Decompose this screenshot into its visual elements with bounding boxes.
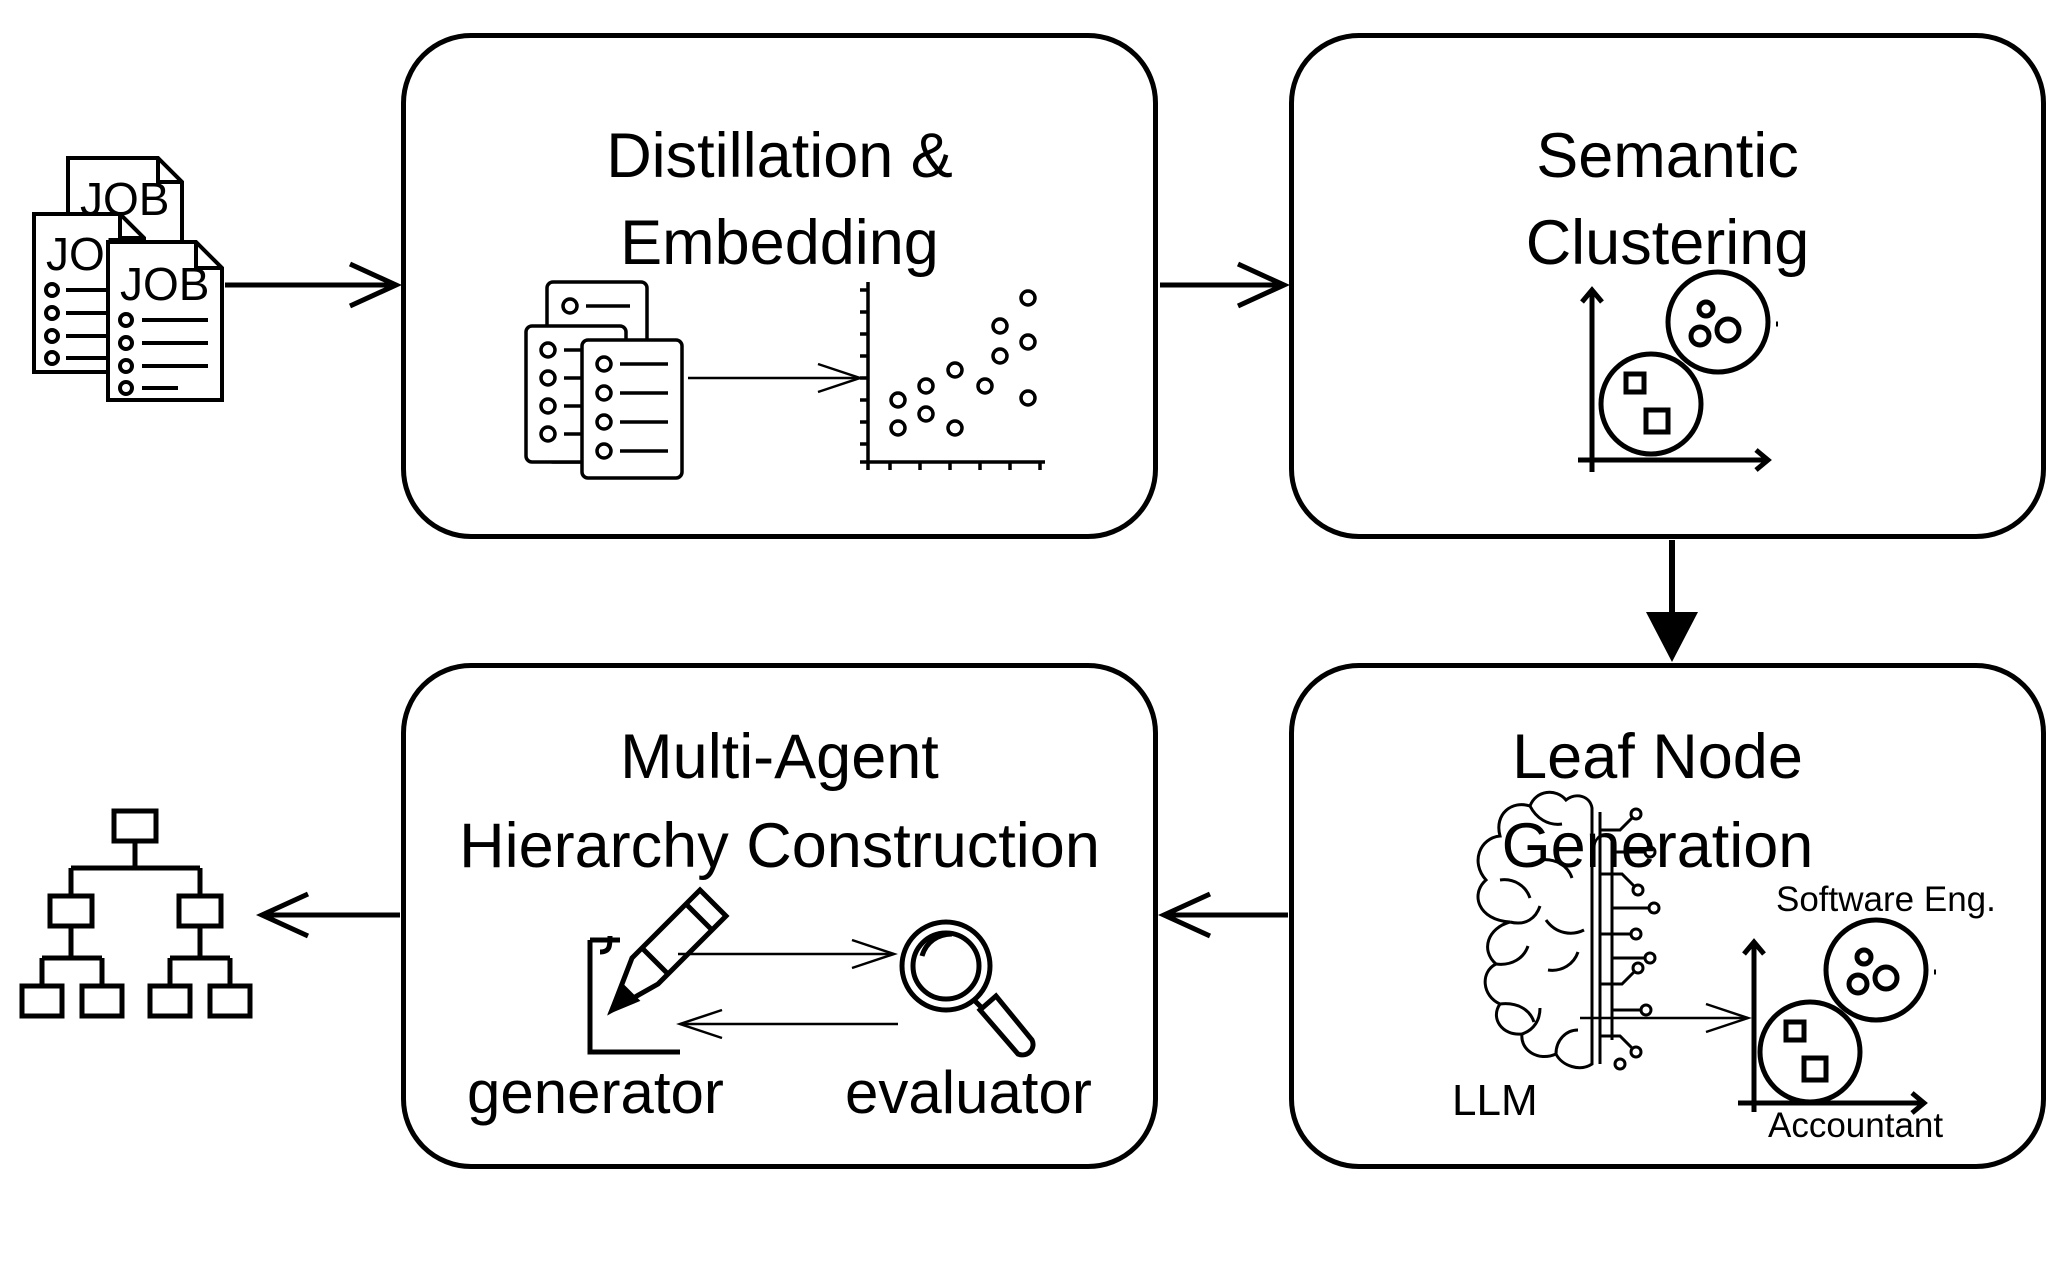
arrowhead-output: [255, 891, 310, 939]
multi-agent-hierarchy-box: Multi-Agent Hierarchy Construction: [401, 663, 1158, 1169]
evaluator-label: evaluator: [845, 1059, 1092, 1126]
llm-label: LLM: [1452, 1076, 1538, 1125]
leaf-title-line1: Leaf Node: [1512, 722, 1803, 792]
arrowhead-input: [348, 261, 403, 309]
magnifier-icon: [899, 919, 1036, 1058]
arrowhead-cluster: [1646, 612, 1698, 662]
leaf-node-generation-box: Leaf Node Generation: [1289, 663, 2046, 1169]
cluster-chart-icon: [1578, 269, 1778, 472]
arrowhead-leaf: [1157, 891, 1212, 939]
brain-circuit-icon: [1476, 790, 1661, 1071]
distillation-title-line1: Distillation &: [606, 121, 953, 191]
multi-agent-title-line1: Multi-Agent: [620, 722, 939, 792]
software-eng-cluster-label: Software Eng.: [1776, 880, 1996, 919]
clustering-title-line2: Clustering: [1525, 208, 1810, 278]
llm-arrowhead: [1705, 1002, 1752, 1034]
generator-label: generator: [467, 1059, 724, 1126]
semantic-clustering-box: Semantic Clustering: [1289, 33, 2046, 539]
arrowhead-distill: [1236, 261, 1291, 309]
svg-text:JOB: JOB: [120, 258, 209, 310]
hierarchy-tree-icon: [19, 808, 253, 1019]
multi-agent-title-line2: Hierarchy Construction: [459, 811, 1100, 881]
scatter-plot-icon: [860, 282, 1045, 470]
distillation-title-line2: Embedding: [620, 208, 939, 278]
leaf-cluster-chart-icon: [1738, 917, 1936, 1115]
gen-eval-arrowhead: [851, 938, 898, 970]
clustering-title-line1: Semantic: [1536, 121, 1799, 191]
documents-list-icon: [524, 280, 684, 480]
pencil-edit-icon: [587, 886, 730, 1055]
eval-gen-arrowhead: [676, 1008, 723, 1040]
job-documents-icon: JOB JOB JOB: [32, 156, 224, 402]
